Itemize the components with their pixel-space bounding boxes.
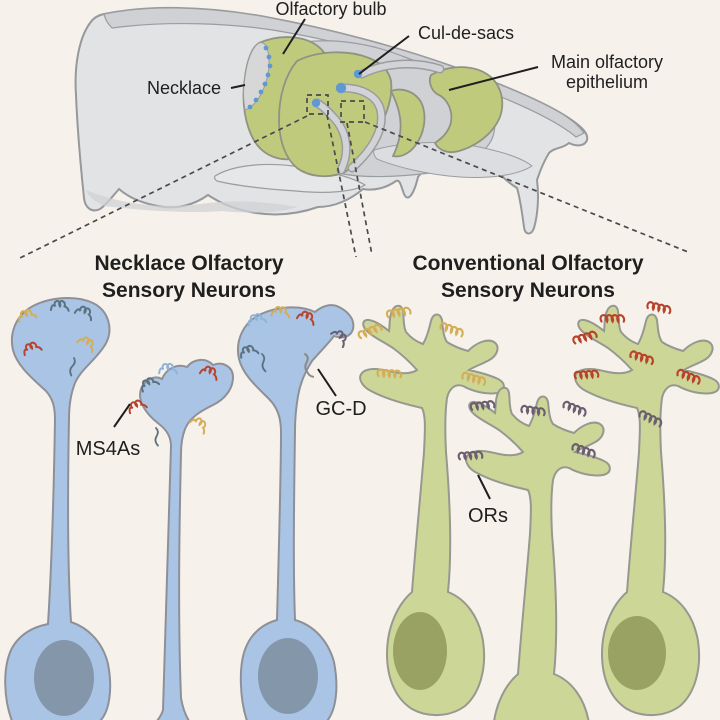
cul-de-sacs-label: Cul-de-sacs [418,23,514,43]
necklace-pointer [230,84,246,89]
ms4as-label: MS4As [76,438,140,460]
conventional-panel: Conventional Olfactory Sensory Neurons [356,252,720,720]
zoom-dash-mid-left [326,114,357,258]
ors-pointer [477,474,491,500]
necklace-neuron-1-nucleus [34,640,94,716]
cul-de-sac-cap [335,82,347,94]
receptor-or-icon [645,300,672,315]
olfactory-bulb-label: Olfactory bulb [275,0,386,19]
cul-de-sac-cap [353,69,363,79]
necklace-glomeruli-dots [247,45,273,110]
receptor-or-icon [561,400,589,417]
olfactory-bulb-pointer [282,18,306,55]
gcd-label: GC-D [315,398,366,420]
ors-label: ORs [468,505,508,527]
ms4as-pointer [113,403,131,428]
conventional-panel-title-line2: Sensory Neurons [441,279,615,302]
necklace-panel: Necklace Olfactory Sensory Neurons [4,252,367,720]
membrane-tail-icon [152,427,162,447]
necklace-neuron-3-nucleus [258,638,318,714]
skull-jaw-shade [86,190,298,213]
skull-cranium-band [103,7,585,138]
zoom-box-conventional [340,100,365,123]
main-olfactory-pointer [448,66,539,91]
head-schematic: Olfactory bulb Cul-de-sacs Necklace Main… [19,0,689,259]
conventional-neuron-2-body [465,386,611,720]
turbinate-2 [389,88,426,158]
zygomatic-window [214,163,367,193]
conventional-neuron-1-nucleus [393,612,447,690]
zoom-box-necklace [306,94,329,115]
necklace-panel-title-line1: Necklace Olfactory [94,252,283,275]
conventional-neuron-3-nucleus [608,616,666,690]
zoom-dash-mid-right [346,122,373,256]
main-olfactory-label-line2: epithelium [566,72,648,92]
necklace-neuron-2-body [139,359,235,720]
zoom-dash-right [364,121,689,253]
main-olfactory-label-line1: Main olfactory [551,52,663,72]
necklace-panel-title-line2: Sensory Neurons [102,279,276,302]
necklace-neuron-1-body [4,296,112,720]
airway-channels [311,59,445,175]
cul-de-sacs-pointer [358,35,410,75]
gcd-pointer [317,368,337,397]
conventional-panel-title-line1: Conventional Olfactory [412,252,643,275]
necklace-label: Necklace [147,78,221,98]
cul-de-sac-cap [311,98,321,108]
